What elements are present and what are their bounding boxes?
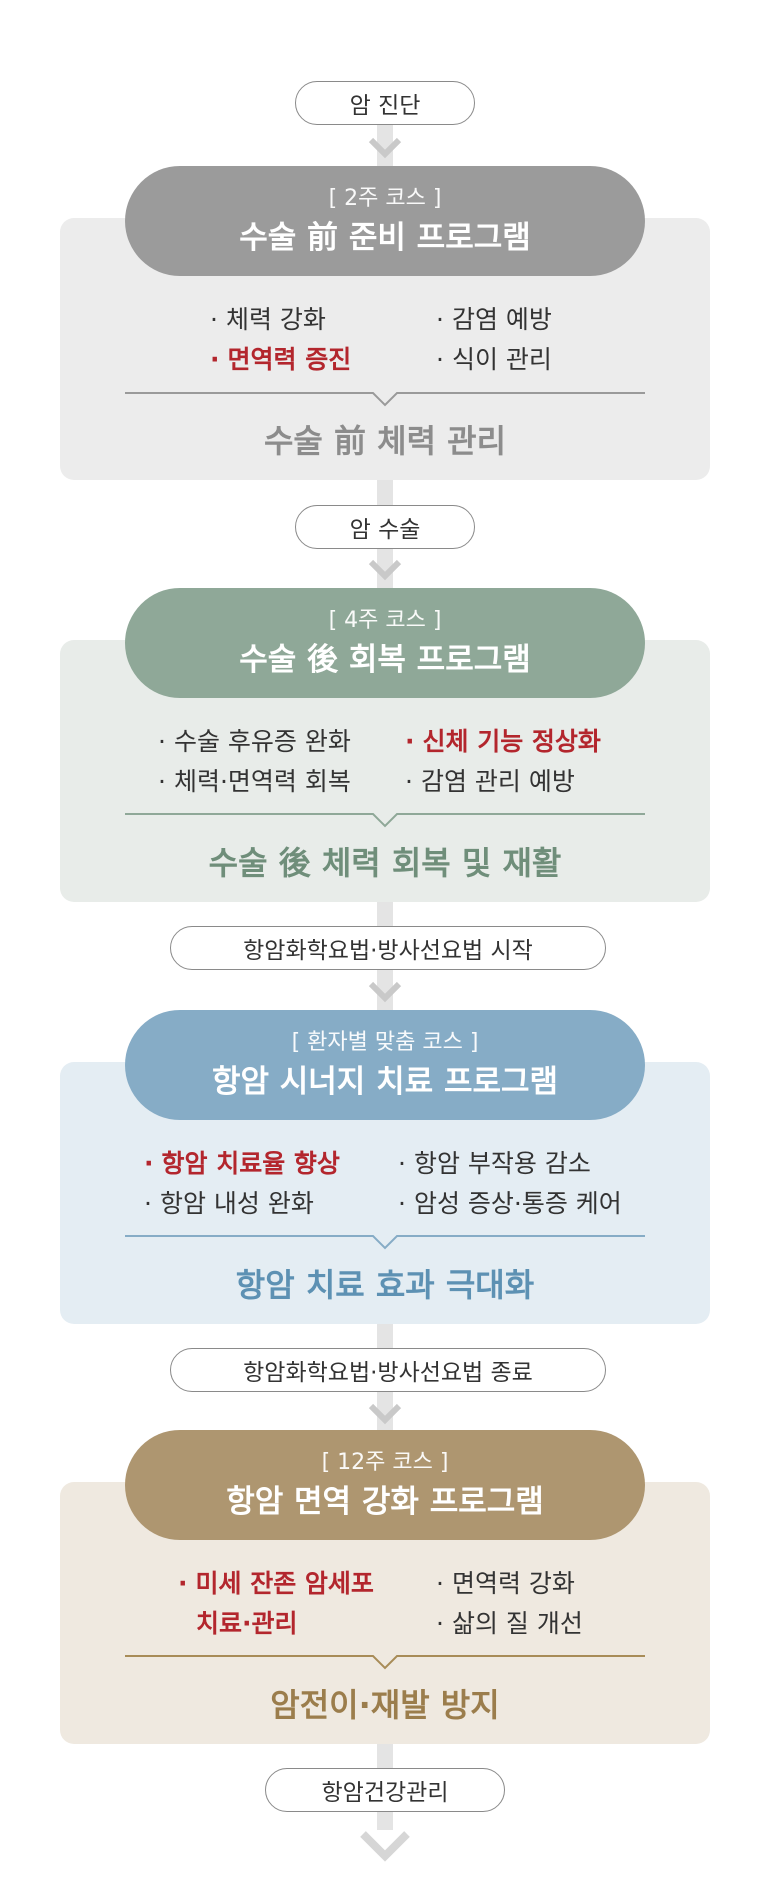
item-pain-care: ·암성 증상·통증 케어 [398,1189,622,1218]
section-divider [125,1655,645,1670]
chevron-down-icon [368,137,402,159]
item-side-effect: ·항암 부작용 감소 [398,1149,591,1178]
chevron-down-icon [368,981,402,1003]
step-chemo-start: 항암화학요법·방사선요법 시작 [170,926,606,970]
item-infection-prevention: ·감염 예방 [436,305,552,334]
header-synergy: [ 환자별 맞춤 코스 ] 항암 시너지 치료 프로그램 [125,1010,645,1120]
step-chemo-start-label: 항암화학요법·방사선요법 시작 [243,938,533,964]
result-synergy: 항암 치료 효과 극대화 [235,1266,535,1304]
course-label: [ 12주 코스 ] [321,1450,449,1475]
item-quality-of-life: ·삶의 질 개선 [436,1609,583,1638]
section-divider [125,392,645,407]
header-pre-surgery: [ 2주 코스 ] 수술 前 준비 프로그램 [125,166,645,276]
program-title: 수술 後 회복 프로그램 [239,642,531,678]
item-residual-cells: ·미세 잔존 암세포 [178,1569,374,1598]
item-stamina-recovery: ·체력·면역력 회복 [158,767,351,796]
item-immunity-boost: ·면역력 강화 [436,1569,575,1598]
section-divider [125,1235,645,1250]
course-label: [ 4주 코스 ] [328,608,442,633]
step-care-label: 항암건강관리 [321,1780,449,1806]
program-title: 항암 면역 강화 프로그램 [226,1484,544,1520]
header-immunity: [ 12주 코스 ] 항암 면역 강화 프로그램 [125,1430,645,1540]
item-treatment-management: 치료·관리 [196,1609,298,1638]
section-divider [125,813,645,828]
step-care: 항암건강관리 [265,1768,505,1812]
course-label: [ 2주 코스 ] [328,186,442,211]
program-title: 항암 시너지 치료 프로그램 [211,1064,559,1100]
result-pre-surgery: 수술 前 체력 관리 [263,422,507,460]
step-chemo-end: 항암화학요법·방사선요법 종료 [170,1348,606,1392]
step-diagnosis: 암 진단 [295,81,475,125]
program-title: 수술 前 준비 프로그램 [239,220,531,256]
arrow-down-icon [360,1831,410,1862]
course-label: [ 환자별 맞춤 코스 ] [291,1030,479,1055]
result-post-surgery: 수술 後 체력 회복 및 재활 [208,844,562,882]
chevron-down-icon [368,559,402,581]
step-chemo-end-label: 항암화학요법·방사선요법 종료 [243,1360,533,1386]
item-immunity: ·면역력 증진 [210,345,352,374]
item-stamina: ·체력 강화 [210,305,326,334]
item-body-function: ·신체 기능 정상화 [405,727,601,756]
header-post-surgery: [ 4주 코스 ] 수술 後 회복 프로그램 [125,588,645,698]
item-treatment-rate: ·항암 치료율 향상 [144,1149,340,1178]
item-resistance: ·항암 내성 완화 [144,1189,314,1218]
item-complication-relief: ·수술 후유증 완화 [158,727,351,756]
result-immunity: 암전이·재발 방지 [270,1686,500,1724]
step-surgery-label: 암 수술 [349,517,421,543]
chevron-down-icon [368,1403,402,1425]
step-diagnosis-label: 암 진단 [349,93,421,119]
item-infection-management: ·감염 관리 예방 [405,767,575,796]
step-surgery: 암 수술 [295,505,475,549]
item-diet: ·식이 관리 [436,345,552,374]
